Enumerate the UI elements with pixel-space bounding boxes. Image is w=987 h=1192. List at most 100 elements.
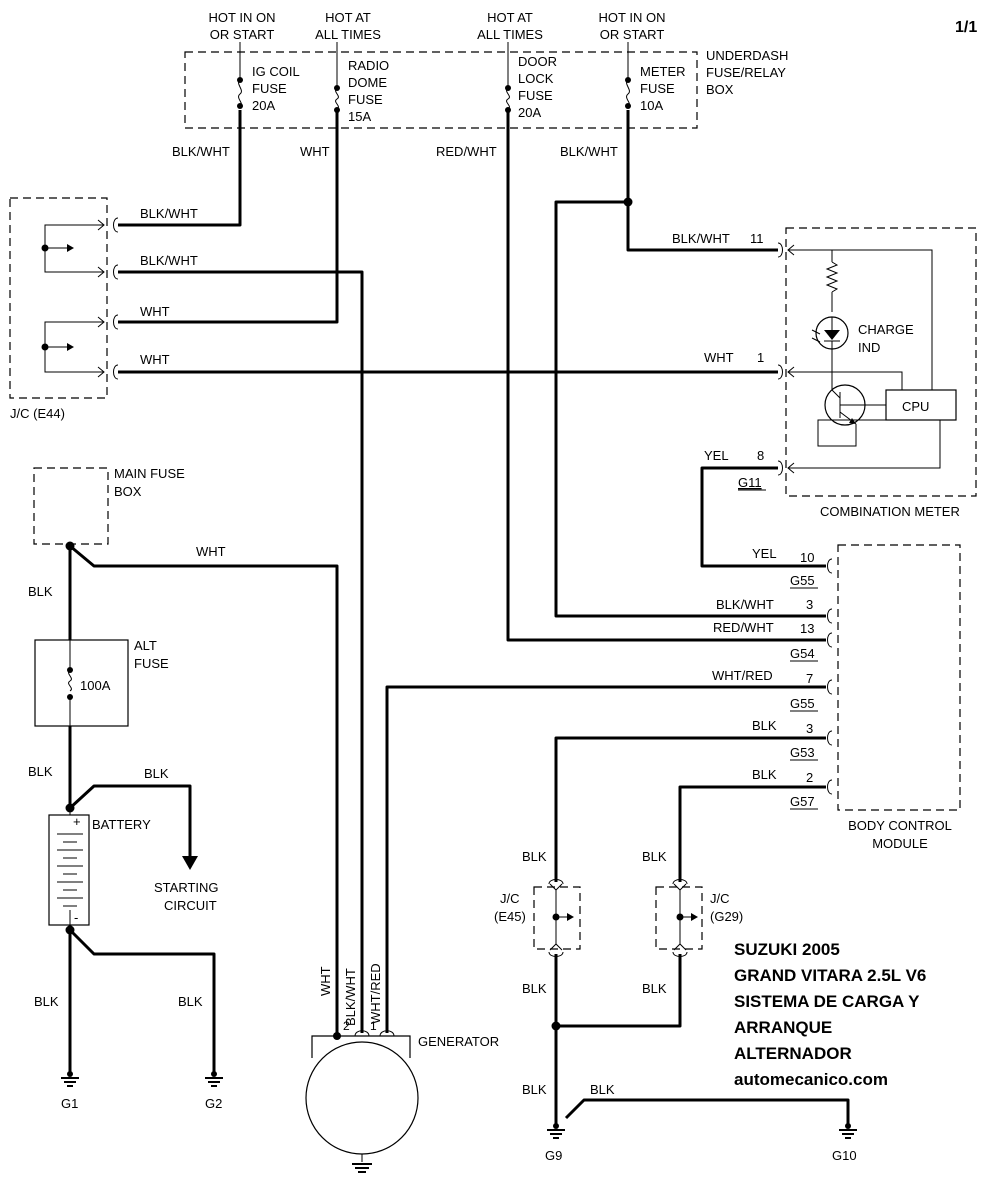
cpu-label: CPU [902, 399, 929, 414]
hot-label-2a: HOT AT [325, 10, 371, 25]
meter-pin-11: 11 [750, 231, 764, 246]
wire-label-blk-g2: BLK [178, 994, 203, 1009]
meter-fuse: METER FUSE 10A [625, 42, 686, 113]
hot-label-3b: ALL TIMES [477, 27, 543, 42]
radio-dome-fuse-l4: 15A [348, 109, 371, 124]
bcm-pin-3b: 3 [806, 721, 813, 736]
underdash-title-1: UNDERDASH [706, 48, 788, 63]
bcm-pin-3a: 3 [806, 597, 813, 612]
combination-meter-title: COMBINATION METER [820, 504, 960, 519]
wire-label-redwht-1: RED/WHT [436, 144, 497, 159]
wire-label-blk-bcm2: BLK [752, 767, 777, 782]
alt-fuse-l2: FUSE [134, 656, 169, 671]
generator: GENERATOR 2 1 [305, 1019, 499, 1162]
bcm-connector-g57: G57 [790, 794, 815, 809]
meter-fuse-l2: FUSE [640, 81, 675, 96]
caption-line-1: SUZUKI 2005 [734, 940, 840, 959]
main-fuse-box-l2: BOX [114, 484, 142, 499]
wire-to-starting-circuit [68, 784, 192, 860]
underdash-fuse-box: UNDERDASH FUSE/RELAY BOX [184, 48, 788, 129]
wire-g29-to-node [556, 954, 682, 1028]
wire-meter-blkwht [626, 110, 778, 252]
meter-connector-g11: G11 [738, 475, 762, 490]
battery-title: BATTERY [92, 817, 151, 832]
wire-label-blkwht-2: BLK/WHT [560, 144, 618, 159]
wire-battery-to-g2 [68, 928, 216, 1072]
wire-label-blk-bcm3: BLK [752, 718, 777, 733]
door-lock-fuse-l1: DOOR [518, 54, 557, 69]
charge-ind-l2: IND [858, 340, 880, 355]
ground-g2: G2 [205, 1071, 223, 1111]
page-number: 1/1 [955, 19, 977, 36]
hot-label-1b: OR START [210, 27, 275, 42]
wire-label-whtred-gen: WHT/RED [368, 963, 383, 1024]
starting-circuit-l2: CIRCUIT [164, 898, 217, 913]
ground-generator [352, 1163, 372, 1173]
wire-label-blk-e45top: BLK [522, 849, 547, 864]
wire-radiodome-wht [118, 112, 339, 324]
door-lock-fuse-l2: LOCK [518, 71, 554, 86]
bcm-pin-13: 13 [800, 621, 814, 636]
caption-line-5: ALTERNADOR [734, 1044, 852, 1063]
combination-meter: COMBINATION METER BLK/WHT 11 1 YEL 8 G11… [672, 227, 977, 519]
starting-circuit-l1: STARTING [154, 880, 219, 895]
hot-label-2b: ALL TIMES [315, 27, 381, 42]
wire-label-wht-gen: WHT [318, 966, 333, 996]
bcm-pin-7: 7 [806, 671, 813, 686]
wire-label-redwht-bcm: RED/WHT [713, 620, 774, 635]
wire-label-wht-e44a: WHT [140, 304, 170, 319]
ground-g1-label: G1 [61, 1096, 78, 1111]
wire-label-blkwht-bcm: BLK/WHT [716, 597, 774, 612]
ground-g1: G1 [61, 1071, 79, 1111]
hot-label-1a: HOT IN ON [209, 10, 276, 25]
wire-igcoil-blkwht [118, 110, 242, 227]
battery-plus: + [73, 814, 81, 829]
wire-label-wht-e44b: WHT [140, 352, 170, 367]
bcm-title-2: MODULE [872, 836, 928, 851]
charge-ind-l1: CHARGE [858, 322, 914, 337]
meter-fuse-l1: METER [640, 64, 686, 79]
ground-g9: G9 [545, 1123, 565, 1163]
starting-circuit-arrow-icon [182, 856, 198, 870]
hot-label-4b: OR START [600, 27, 665, 42]
wire-label-yel-meter: YEL [704, 448, 729, 463]
bcm-connector-g53: G53 [790, 745, 815, 760]
radio-dome-fuse-l2: DOME [348, 75, 387, 90]
hot-label-4a: HOT IN ON [599, 10, 666, 25]
junction-e44: J/C (E44) [9, 197, 119, 421]
main-fuse-box-l1: MAIN FUSE [114, 466, 185, 481]
generator-title: GENERATOR [418, 1034, 499, 1049]
bcm-connector-g55a: G55 [790, 573, 815, 588]
body-control-module: BODY CONTROL MODULE YEL 10 G55 BLK/WHT 3… [712, 544, 961, 851]
wire-label-blk-g29top: BLK [642, 849, 667, 864]
bcm-pin-10: 10 [800, 550, 814, 565]
caption: SUZUKI 2005 GRAND VITARA 2.5L V6 SISTEMA… [734, 940, 926, 1089]
alt-fuse: ALT FUSE 100A [34, 638, 169, 727]
junction-e45-l1: J/C [500, 891, 520, 906]
ig-coil-fuse-l3: 20A [252, 98, 275, 113]
junction-g29-l2: (G29) [710, 909, 743, 924]
battery: + - BATTERY [48, 808, 151, 926]
wire-label-blk-alt: BLK [28, 764, 53, 779]
wire-label-blk-g10: BLK [590, 1082, 615, 1097]
wire-e44-to-gen-blkwht [118, 270, 364, 1033]
wire-meter-to-bcm-blkwht [554, 200, 826, 618]
underdash-title-3: BOX [706, 82, 734, 97]
wire-label-blkwht-meter: BLK/WHT [672, 231, 730, 246]
wire-label-blkwht-e44b: BLK/WHT [140, 253, 198, 268]
meter-pin-8: 8 [757, 448, 764, 463]
wire-label-yel-bcm: YEL [752, 546, 777, 561]
junction-e45: J/C (E45) [494, 879, 581, 957]
bcm-title-1: BODY CONTROL [848, 818, 952, 833]
wire-label-blkwht-gen: BLK/WHT [343, 968, 358, 1026]
bcm-pin-2: 2 [806, 770, 813, 785]
wire-bcm3-blk [554, 736, 826, 882]
alt-fuse-l1: ALT [134, 638, 157, 653]
junction-g29-l1: J/C [710, 891, 730, 906]
meter-pin-1: 1 [757, 350, 764, 365]
generator-pin-1: 1 [370, 1019, 377, 1033]
bcm-connector-g54: G54 [790, 646, 815, 661]
radio-dome-fuse-l1: RADIO [348, 58, 389, 73]
wire-label-blk-e45bot: BLK [522, 981, 547, 996]
caption-line-4: ARRANQUE [734, 1018, 832, 1037]
